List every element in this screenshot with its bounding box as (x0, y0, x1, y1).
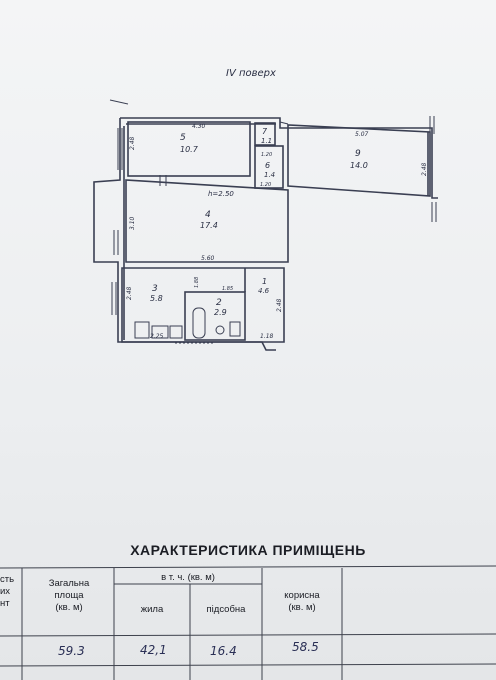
dim-room9-width: 5.07 (355, 131, 369, 138)
ceiling-height-label: h=2.50 (208, 190, 234, 198)
total-area-value: 59.3 (58, 644, 85, 658)
dim-hall-height: 2.48 (276, 298, 283, 312)
characteristics-table-grid (0, 565, 496, 680)
room-7-area: 1.1 (261, 137, 272, 145)
room-7-number: 7 (262, 127, 268, 136)
including-header: в т. ч. (кв. м) (161, 572, 215, 583)
dim-room4-height: 3.10 (129, 216, 136, 230)
floor-plan: IV поверх h=2.50 5 10.7 7 1.1 6 1.4 9 14… (93, 68, 438, 351)
dim-room6-width: 1.20 (260, 182, 271, 188)
total-area-header-line-2: площа (54, 590, 84, 601)
dim-room5-width: 4.30 (192, 123, 206, 130)
left-header-line-1: сть (0, 574, 15, 585)
useful-header-line-1: корисна (284, 590, 320, 601)
room-5-area: 10.7 (180, 145, 199, 154)
room-1-number: 1 (262, 277, 267, 286)
room-4-number: 4 (205, 210, 211, 220)
room-6-area: 1.4 (264, 171, 275, 179)
room-5-number: 5 (180, 133, 186, 143)
room-9-number: 9 (355, 149, 361, 159)
total-area-header-line-3: (кв. м) (55, 602, 83, 613)
room-1-area: 4.6 (258, 287, 270, 295)
room-3-number: 3 (152, 284, 158, 294)
dim-bath-width: 1.85 (222, 286, 233, 292)
plan-walls (93, 117, 438, 351)
useful-header-line-2: (кв. м) (288, 602, 316, 613)
dim-room4-width: 5.60 (201, 255, 215, 262)
table-title: ХАРАКТЕРИСТИКА ПРИМІЩЕНЬ (130, 542, 366, 558)
left-header-line-2: их (0, 586, 11, 597)
total-area-header-line-1: Загальна (48, 578, 90, 589)
dim-bath-height: 1.88 (194, 277, 200, 288)
dim-room9-height: 2.48 (421, 162, 428, 176)
dim-room7-width: 1.20 (261, 152, 272, 158)
living-header: жила (140, 604, 164, 615)
auxiliary-area-value: 16.4 (210, 644, 237, 658)
dim-room5-height: 2.48 (129, 136, 136, 150)
auxiliary-header: підсобна (206, 604, 246, 615)
plan-windows (109, 99, 437, 315)
room-4-area: 17.4 (200, 221, 218, 230)
floor-label: IV поверх (226, 68, 276, 79)
room-6-number: 6 (265, 161, 270, 170)
room-2-area: 2.9 (214, 308, 227, 317)
plan-fixtures (134, 307, 241, 344)
total-area-header: Загальна площа (кв. м) (24, 578, 114, 614)
room-2-number: 2 (216, 298, 222, 308)
left-header-line-3: нт (0, 598, 10, 609)
room-9-area: 14.0 (350, 161, 368, 170)
room-3-area: 5.8 (150, 294, 163, 303)
left-header: сть их нт (0, 574, 22, 610)
dim-kitchen-height: 2.48 (126, 286, 133, 300)
useful-header: корисна (кв. м) (262, 590, 342, 614)
useful-area-value: 58.5 (292, 640, 319, 654)
dim-hall-width: 1.18 (260, 333, 274, 340)
living-area-value: 42,1 (140, 643, 167, 657)
dim-kitchen-width: 2.25 (150, 333, 164, 340)
